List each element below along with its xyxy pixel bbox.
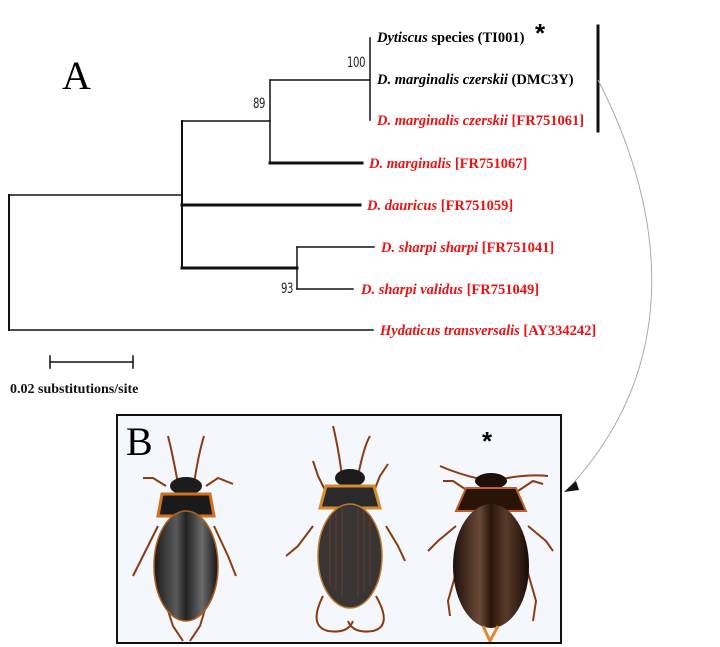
panel-b-label: B (126, 419, 153, 464)
asterisk-marker-photo: * (482, 426, 493, 456)
beetle-photo-panel: B * (116, 414, 562, 644)
beetle-photo-2 (285, 425, 406, 633)
bootstrap-value-sharpi: 93 (281, 281, 294, 297)
taxon-label-fr751067: D. marginalis [FR751067] (369, 156, 528, 172)
panel-a-label: A (62, 53, 91, 98)
taxon-label-fr751061: D. marginalis czerskii [FR751061] (377, 113, 585, 129)
taxon-label-fr751041: D. sharpi sharpi [FR751041] (381, 240, 555, 256)
taxon-label-dmc3y: D. marginalis czerskii (DMC3Y) (377, 72, 574, 88)
bootstrap-value-marginalis: 89 (253, 96, 266, 112)
beetle-photo-3 (427, 465, 554, 642)
asterisk-marker-tree: * (535, 18, 546, 48)
taxon-label-ti001: Dytiscus species (TI001) (377, 30, 525, 46)
scale-bar-label: 0.02 substitutions/site (10, 382, 139, 397)
beetle-photos (132, 425, 554, 642)
taxon-label-fr751049: D. sharpi validus [FR751049] (361, 282, 540, 298)
taxon-label-fr751059: D. dauricus [FR751059] (367, 198, 514, 214)
taxon-label-ay334242: Hydaticus transversalis [AY334242] (380, 323, 597, 339)
beetle-photo-1 (132, 435, 237, 642)
bootstrap-value-czerskii: 100 (347, 55, 366, 71)
